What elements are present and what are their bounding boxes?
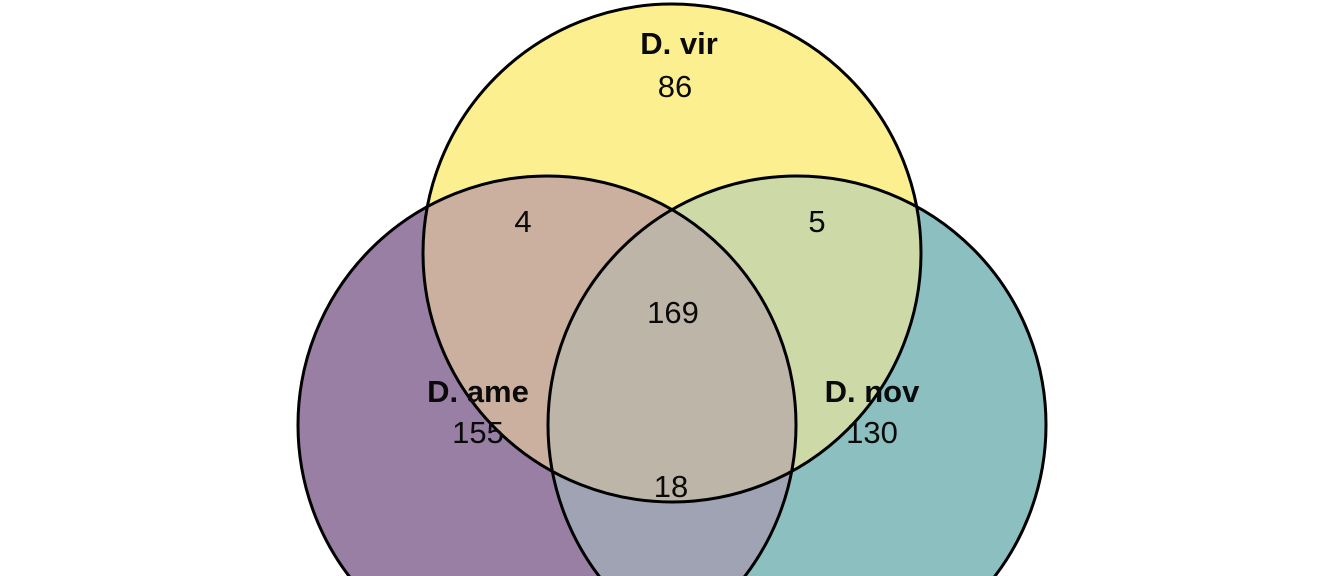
intersection-count-vir-ame: 4 (514, 204, 531, 239)
set-label-nov: D. nov (825, 374, 920, 409)
intersection-count-vir-ame-nov: 169 (647, 295, 699, 330)
set-circle-nov-outline (546, 174, 1048, 576)
intersection-count-vir-nov: 5 (808, 204, 825, 239)
set-circle-ame-outline (296, 174, 798, 576)
set-label-ame: D. ame (427, 374, 529, 409)
set-count-vir: 86 (658, 69, 692, 104)
overlap-vir-ame-nov (548, 176, 796, 502)
set-count-nov: 130 (846, 415, 898, 450)
set-count-ame: 155 (452, 415, 504, 450)
intersection-count-ame-nov: 18 (654, 469, 688, 504)
set-label-vir: D. vir (640, 26, 718, 61)
set-circle-vir-outline (421, 2, 923, 504)
